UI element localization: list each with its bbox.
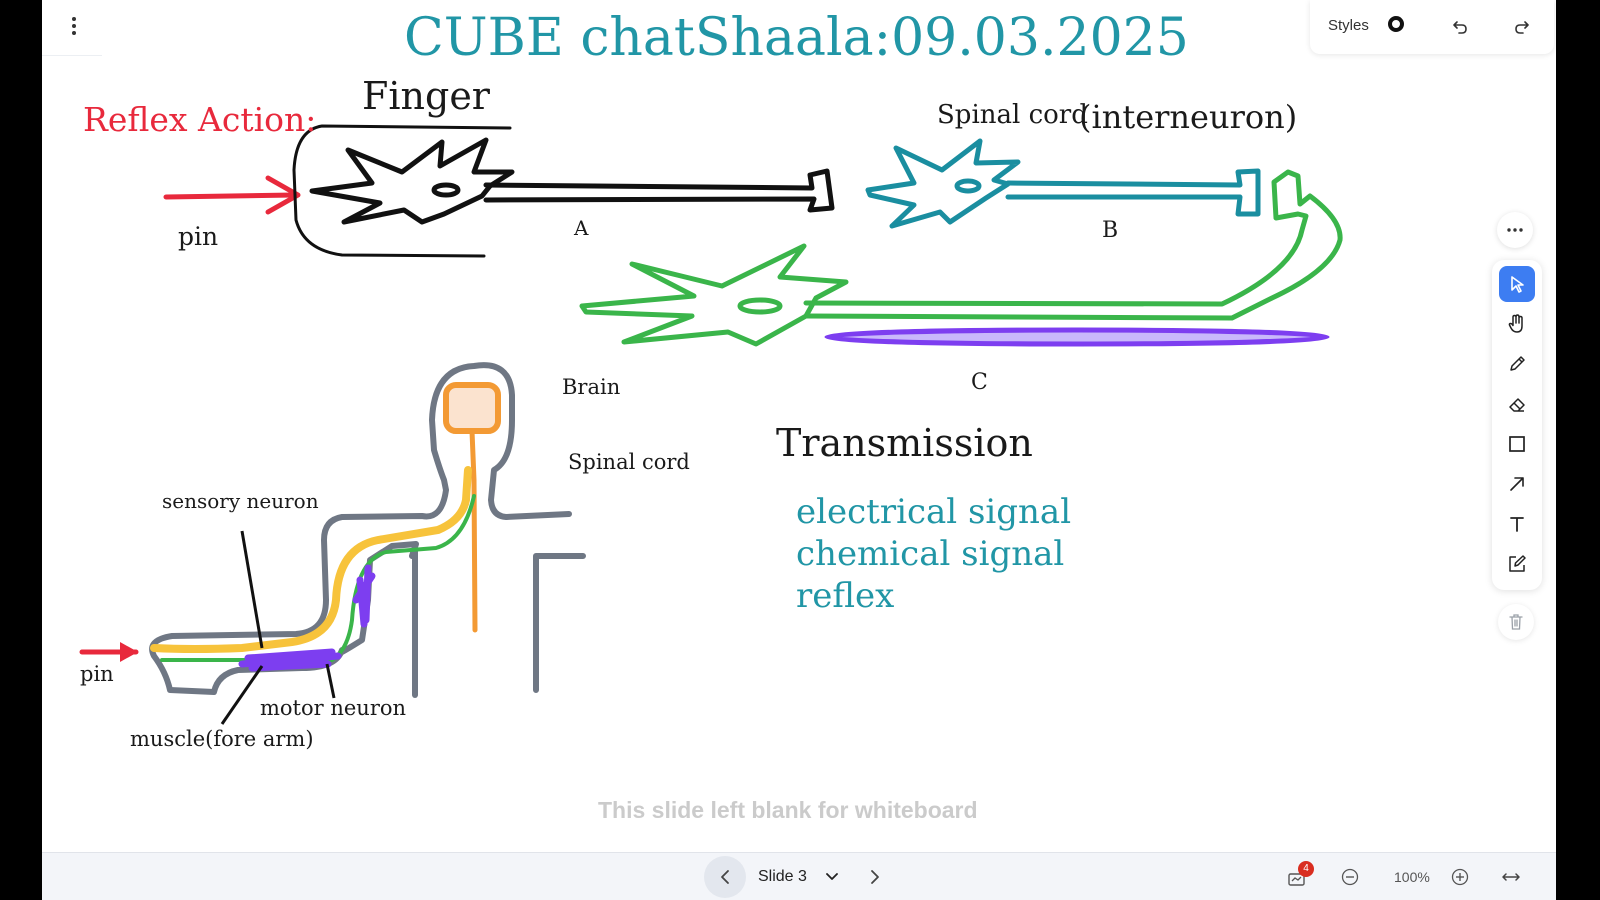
neuron-c-label: C <box>971 370 988 395</box>
myelin-sheath <box>824 327 1330 347</box>
chevron-down-icon[interactable] <box>822 865 842 889</box>
select-icon[interactable] <box>1499 266 1535 302</box>
muscle-pointer-line <box>220 665 264 725</box>
motor-neuron-path <box>160 494 476 662</box>
undo-icon[interactable] <box>1448 15 1472 39</box>
eraser-icon[interactable] <box>1499 386 1535 422</box>
spinal-cord-line <box>469 428 478 633</box>
whiteboard-canvas[interactable] <box>42 0 1556 900</box>
notification-badge: 4 <box>1298 861 1314 877</box>
sensory-neuron-label: sensory neuron <box>162 489 319 513</box>
neuron-b-label: B <box>1102 218 1119 243</box>
transmission-item-reflex: reflex <box>796 576 895 616</box>
finger-outline <box>292 124 512 258</box>
transmission-list: electrical signal chemical signal reflex <box>796 491 1071 617</box>
motor-pointer-line <box>325 663 336 699</box>
muscle-label: muscle(fore arm) <box>130 727 314 751</box>
zoom-out-icon[interactable] <box>1338 865 1362 889</box>
transmission-heading: Transmission <box>776 421 1033 465</box>
zoom-in-icon[interactable] <box>1448 865 1472 889</box>
side-toolbar <box>1492 260 1542 590</box>
finger-label: Finger <box>362 74 490 118</box>
pin-label-top: pin <box>178 222 219 251</box>
more-menu-icon[interactable] <box>64 14 84 42</box>
brain-shape <box>443 382 501 434</box>
sensory-neuron-path <box>150 466 472 653</box>
neuron-b <box>865 138 1261 229</box>
neuron-a <box>309 137 835 225</box>
neuron-c <box>579 169 1343 347</box>
trash-icon[interactable] <box>1498 604 1534 640</box>
prev-slide-button[interactable] <box>704 856 746 898</box>
styles-circle-icon[interactable] <box>1388 16 1404 32</box>
notifications-icon[interactable] <box>1284 865 1310 891</box>
spinal-cord-interneuron-label: Spinal cord <box>937 100 1088 130</box>
interneuron-label: (interneuron) <box>1079 98 1298 136</box>
styles-label[interactable]: Styles <box>1328 17 1369 34</box>
pin-arrow-bottom <box>79 642 139 662</box>
pencil-icon[interactable] <box>1499 346 1535 382</box>
text-icon[interactable] <box>1499 506 1535 542</box>
more-icon[interactable] <box>1497 212 1533 248</box>
redo-icon[interactable] <box>1510 15 1534 39</box>
zoom-level: 100% <box>1394 869 1430 885</box>
spinal-cord-label: Spinal cord <box>568 450 690 474</box>
slide-placeholder-text: This slide left blank for whiteboard <box>598 797 978 823</box>
top-left-divider <box>42 55 102 56</box>
hand-icon[interactable] <box>1499 306 1535 342</box>
muscle-scribble <box>238 564 376 672</box>
sensory-pointer-line <box>240 530 264 649</box>
slide-label[interactable]: Slide 3 <box>758 868 807 885</box>
footer-bar: Slide 3 4 100% <box>42 852 1556 900</box>
rectangle-icon[interactable] <box>1499 426 1535 462</box>
fit-width-icon[interactable] <box>1498 865 1524 889</box>
arrow-icon[interactable] <box>1499 466 1535 502</box>
transmission-item-chemical: chemical signal <box>796 534 1065 574</box>
transmission-item-electrical: electrical signal <box>796 492 1072 532</box>
brain-label: Brain <box>562 375 621 399</box>
neuron-a-label: A <box>574 216 589 240</box>
pin-label-bottom: pin <box>80 662 114 686</box>
pin-arrow-top <box>163 175 301 215</box>
note-icon[interactable] <box>1499 546 1535 582</box>
whiteboard-app: CUBE chatShaala:09.03.2025 Reflex Action… <box>42 0 1556 900</box>
styles-toolbar: Styles <box>1310 0 1554 54</box>
board-title: CUBE chatShaala:09.03.2025 <box>404 8 1189 68</box>
next-slide-button[interactable] <box>860 862 890 892</box>
motor-neuron-label: motor neuron <box>260 696 407 720</box>
reflex-action-heading: Reflex Action: <box>83 100 317 139</box>
body-outline <box>149 362 586 698</box>
